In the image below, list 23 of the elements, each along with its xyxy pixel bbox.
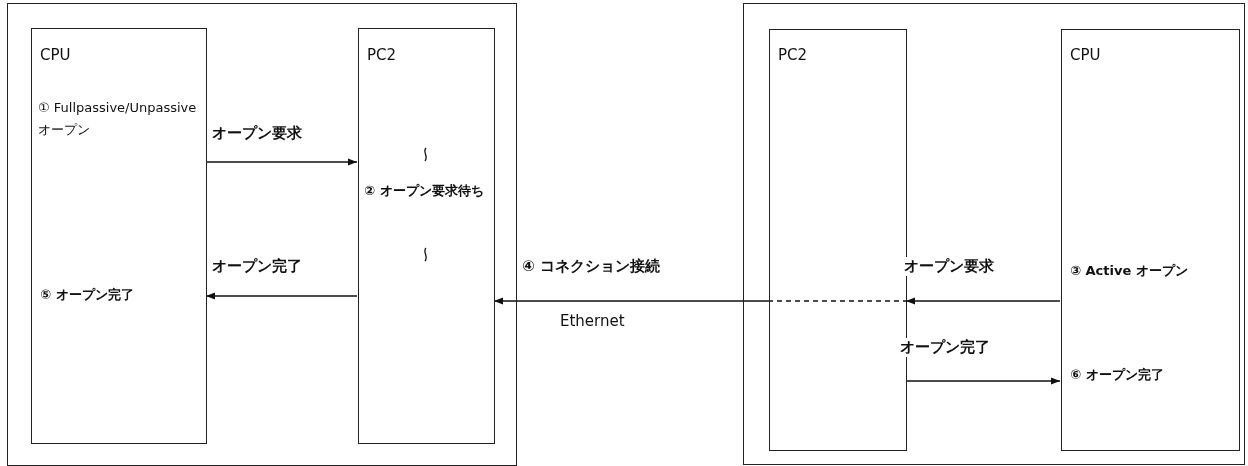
frame-box xyxy=(7,3,517,466)
frame-box xyxy=(743,3,1245,465)
edge-label: オープン要求 xyxy=(902,257,996,276)
network-label: Ethernet xyxy=(559,312,626,330)
arrow xyxy=(205,158,358,166)
device-title: PC2 xyxy=(778,45,809,66)
edge-label: ④ コネクション接続 xyxy=(520,257,662,276)
step-text: ① Fullpassive/Unpassive オープン xyxy=(38,99,198,139)
arrow xyxy=(905,377,1061,385)
edge-label: オープン要求 xyxy=(210,124,304,143)
arrow xyxy=(493,297,769,305)
device-title: PC2 xyxy=(367,45,398,66)
device-box xyxy=(358,28,495,444)
device-box xyxy=(1061,29,1240,451)
device-title: CPU xyxy=(40,45,72,66)
step-text: ⑥ オープン完了 xyxy=(1070,366,1165,384)
step-text: ⑤ オープン完了 xyxy=(40,286,135,304)
step-text: ② オープン要求待ち xyxy=(364,182,485,200)
arrow xyxy=(905,297,1061,305)
arrow xyxy=(205,292,358,300)
step-text: ③ Active オープン xyxy=(1070,262,1189,280)
device-box xyxy=(31,28,207,444)
device-title: CPU xyxy=(1070,45,1102,66)
